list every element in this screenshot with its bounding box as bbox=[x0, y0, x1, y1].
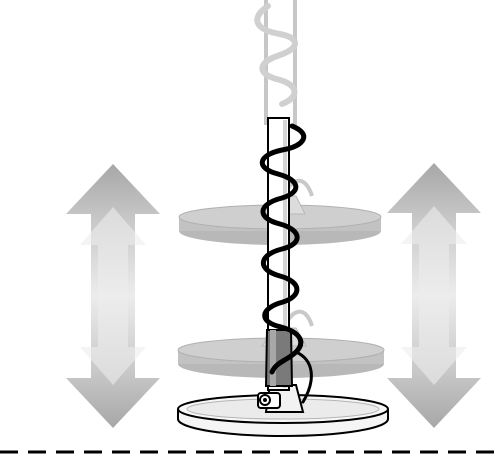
ghost-upper-shaft bbox=[254, 0, 298, 125]
coil-cable-icon bbox=[259, 123, 313, 404]
left-up-down-arrow-icon bbox=[66, 164, 160, 428]
search-coil-icon bbox=[177, 394, 389, 438]
coil-bracket bbox=[257, 384, 305, 413]
right-up-down-arrow-icon bbox=[387, 163, 481, 428]
